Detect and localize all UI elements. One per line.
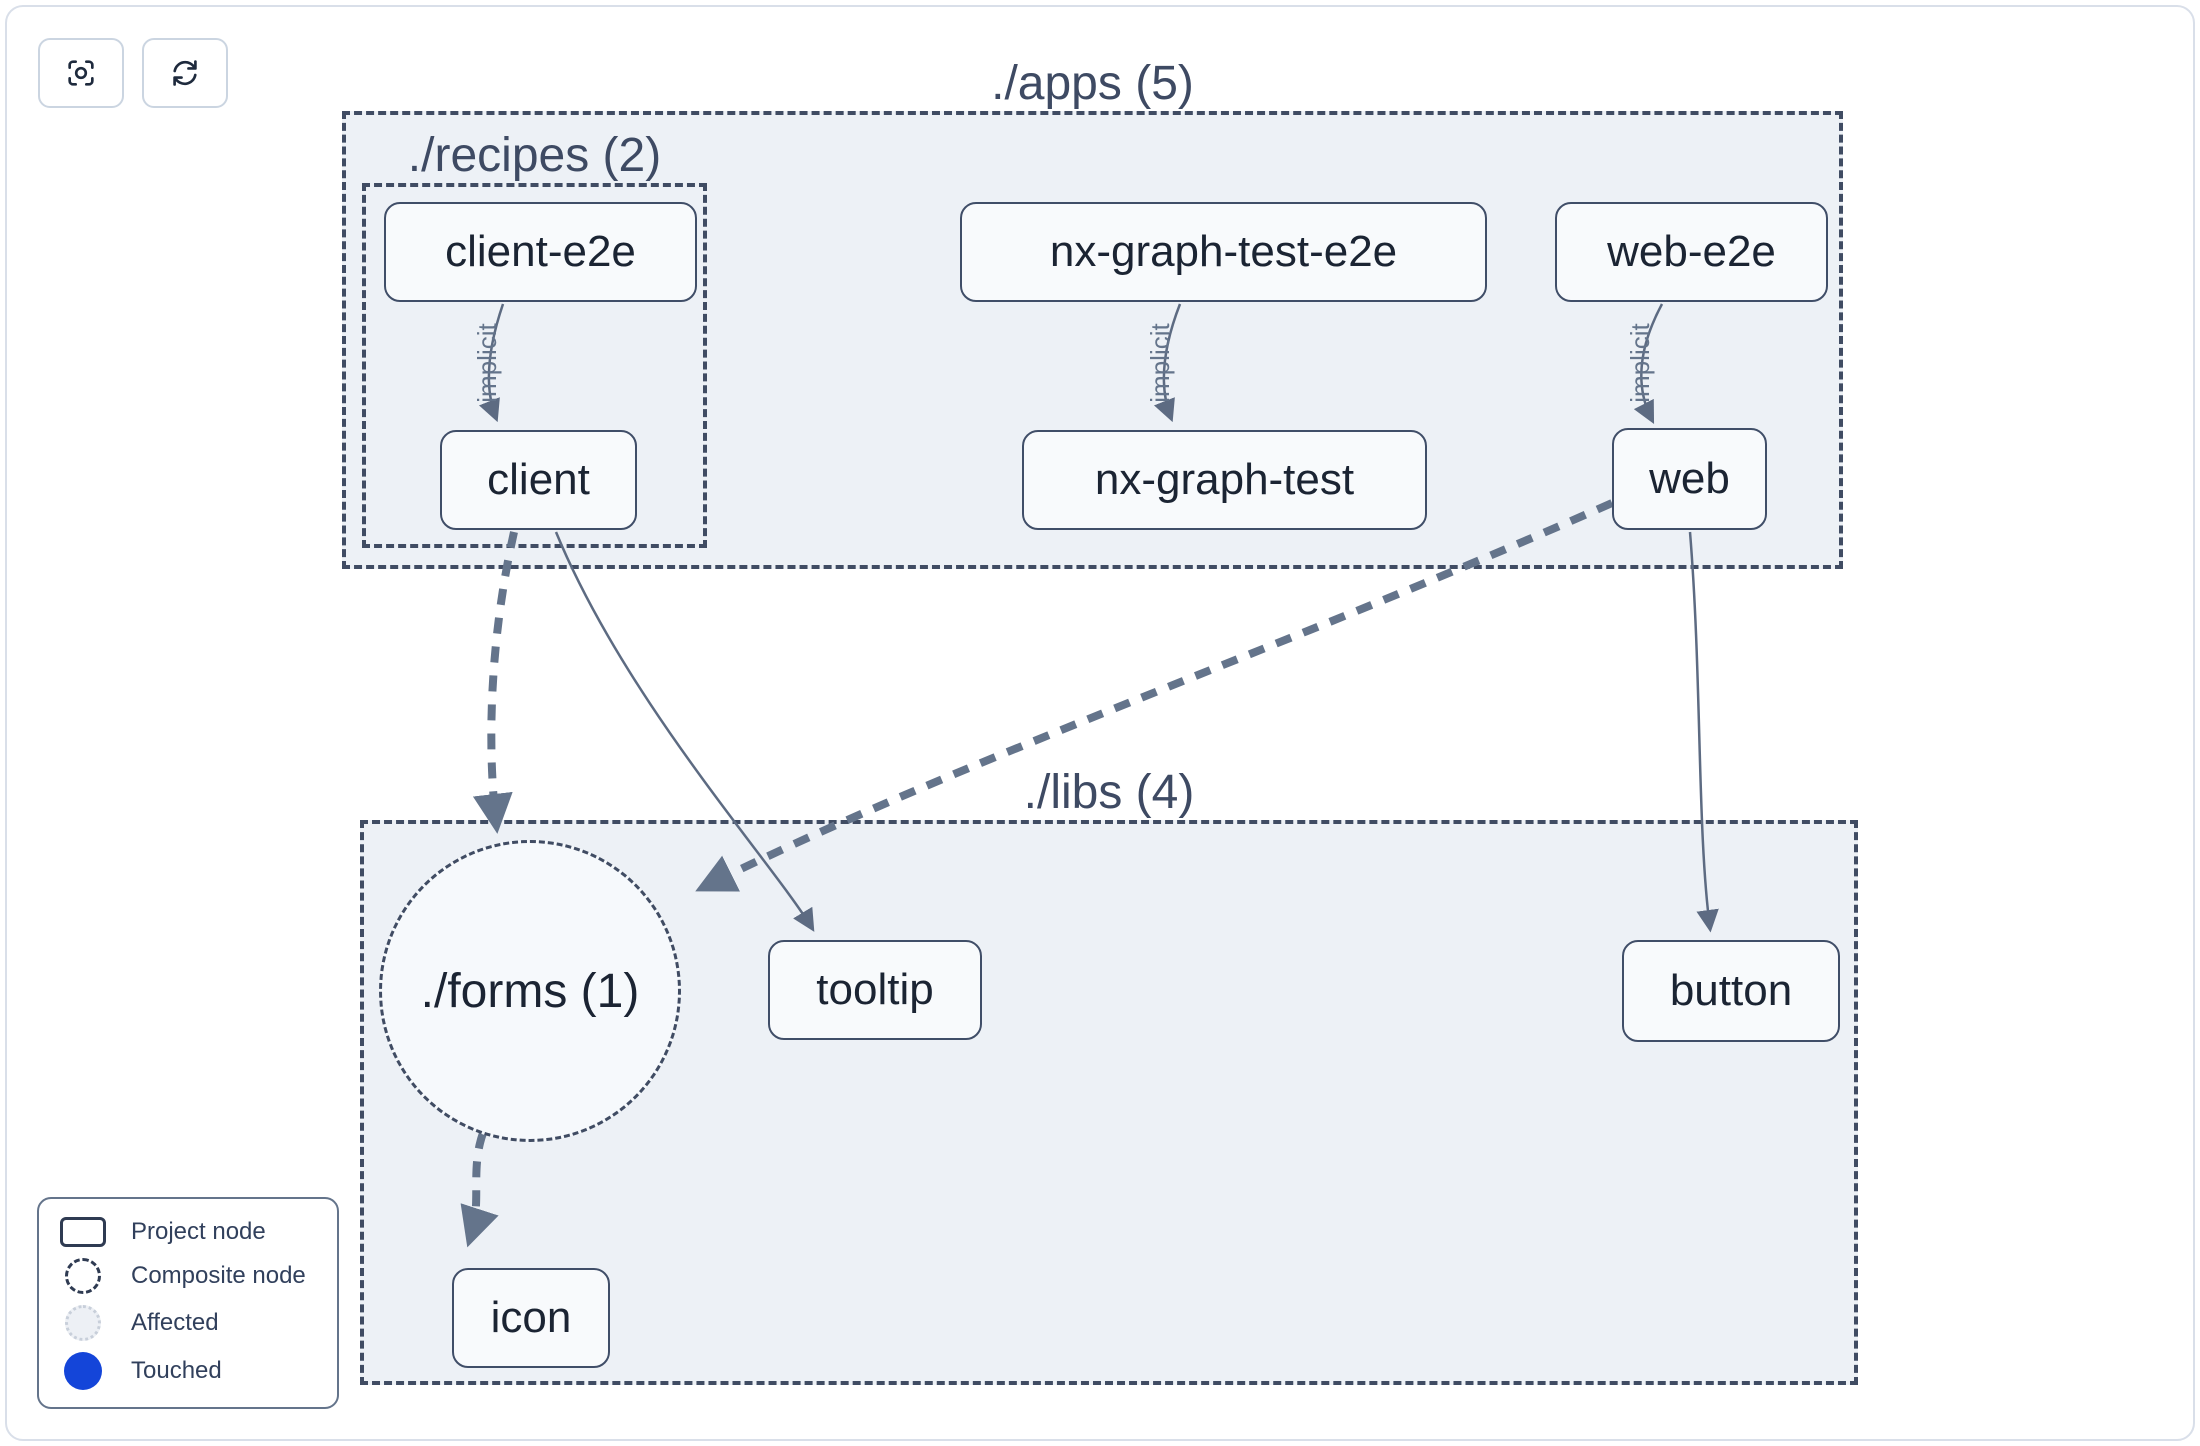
legend-label: Affected [131,1308,219,1336]
legend-label: Project node [131,1217,266,1245]
node-label: icon [490,1293,572,1342]
legend-item-composite-node: Composite node [57,1257,319,1294]
refresh-button[interactable] [142,38,228,108]
node-web-e2e[interactable]: web-e2e [1555,202,1828,302]
composite-node-forms-label: ./forms (1) [420,964,640,1018]
edge-nx-graph-test-e2e-nx-graph-test[interactable] [1153,303,1182,423]
legend-label: Composite node [131,1261,306,1289]
edge-web-forms[interactable] [695,499,1614,892]
composite-node-swatch-icon [57,1257,109,1294]
node-label: tooltip [816,965,934,1014]
composite-node-forms[interactable]: ./forms (1) [379,840,681,1142]
node-client[interactable]: client [440,430,637,530]
node-label: client-e2e [445,227,636,276]
node-client-e2e[interactable]: client-e2e [384,202,697,302]
legend: Project node Composite node Affected Tou… [37,1197,339,1409]
node-web[interactable]: web [1612,428,1767,530]
node-label: client [487,455,590,504]
edge-label-implicit: implicit [1625,323,1655,403]
node-label: nx-graph-test [1094,455,1355,504]
edge-client-e2e-client[interactable] [478,303,505,423]
edge-forms-icon[interactable] [460,1131,499,1248]
legend-item-touched: Touched [57,1351,319,1390]
legend-item-affected: Affected [57,1304,319,1341]
cluster-apps-label: ./apps (5) [991,57,1194,110]
node-button[interactable]: button [1622,940,1840,1042]
edge-client-forms[interactable] [472,531,518,834]
node-tooltip[interactable]: tooltip [768,940,982,1040]
toolbar [38,38,228,108]
node-label: nx-graph-test-e2e [1049,227,1398,276]
node-label: button [1669,966,1793,1015]
edge-label-implicit: implicit [1145,323,1175,403]
edge-client-tooltip[interactable] [554,531,815,932]
affected-swatch-icon [57,1304,109,1341]
cluster-recipes-label: ./recipes (2) [407,129,662,182]
node-label: web-e2e [1607,227,1776,276]
node-nx-graph-test[interactable]: nx-graph-test [1022,430,1427,530]
node-label: web [1649,454,1730,503]
legend-item-project-node: Project node [57,1216,319,1247]
edge-label-implicit: implicit [472,323,502,403]
node-icon[interactable]: icon [452,1268,610,1368]
touched-swatch-icon [57,1351,109,1390]
edge-web-e2e-web[interactable] [1633,303,1664,425]
focus-icon [68,60,94,86]
project-node-swatch-icon [57,1216,109,1247]
cluster-recipes[interactable] [362,183,707,548]
cluster-libs-label: ./libs (4) [1023,766,1195,819]
edge-web-button[interactable] [1688,531,1719,933]
node-nx-graph-test-e2e[interactable]: nx-graph-test-e2e [960,202,1487,302]
focus-button[interactable] [38,38,124,108]
legend-label: Touched [131,1356,222,1384]
refresh-icon [173,60,197,86]
